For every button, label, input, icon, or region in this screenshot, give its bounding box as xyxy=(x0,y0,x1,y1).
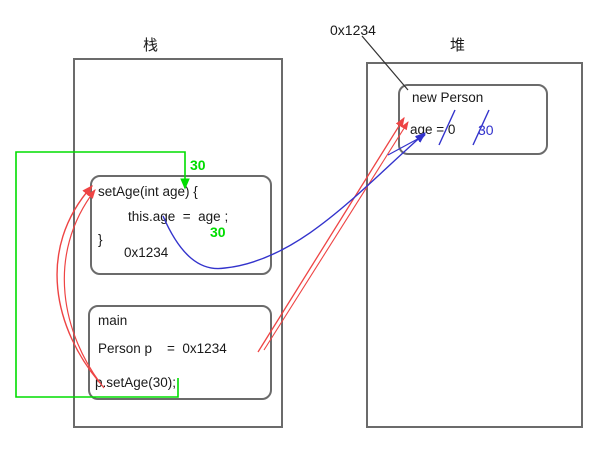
setage-signature: setAge(int age) { xyxy=(98,184,198,199)
heap-region-title: 堆 xyxy=(450,36,466,54)
setage-assignment: this.age = age ; xyxy=(128,209,229,224)
setage-close-brace: } xyxy=(98,232,103,247)
heap-address-label: 0x1234 xyxy=(330,22,376,38)
new-person-title: new Person xyxy=(412,90,484,105)
setage-assigned-value-annotation: 30 xyxy=(210,224,226,240)
main-person-declaration: Person p = 0x1234 xyxy=(98,341,227,356)
main-label: main xyxy=(98,313,128,328)
main-setage-call: p.setAge(30); xyxy=(95,375,177,390)
setage-this-address: 0x1234 xyxy=(124,245,169,260)
setage-param-value-annotation: 30 xyxy=(190,157,206,173)
new-person-age-field: age = 0 xyxy=(410,122,456,137)
new-person-age-new-value: 30 xyxy=(478,122,494,138)
stack-region-title: 栈 xyxy=(143,36,159,54)
